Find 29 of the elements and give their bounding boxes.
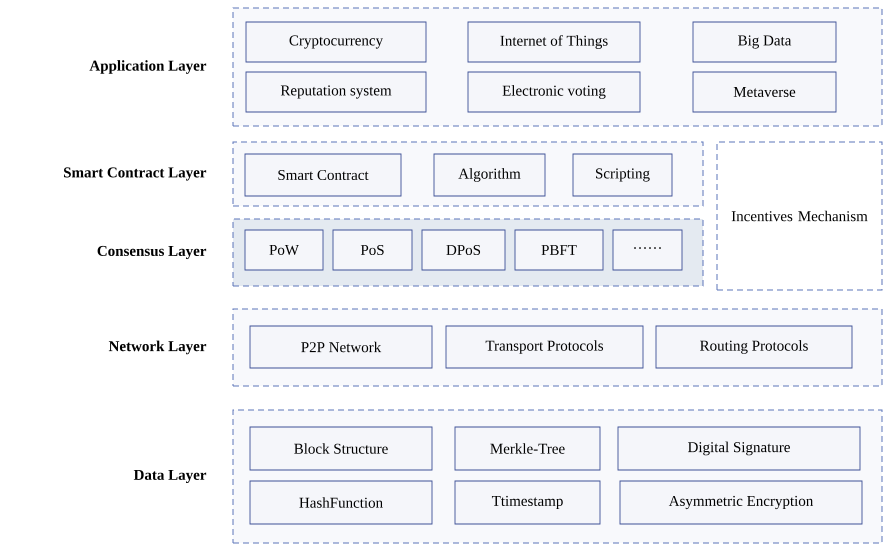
item-box: Routing Protocols (656, 326, 852, 368)
item-box: Digital Signature (618, 426, 860, 470)
layer-label: Network Layer (108, 340, 206, 354)
item-box: Merkle-Tree (454, 426, 600, 470)
layer-label: Application Layer (90, 60, 206, 74)
item-box: DPoS (422, 230, 506, 270)
item-box: PBFT (514, 230, 604, 270)
item-box: Ttimestamp (454, 480, 600, 524)
item-box: Asymmetric Encryption (620, 480, 862, 524)
item-box: PoW (244, 230, 324, 270)
layer-label: Data Layer (134, 470, 206, 484)
item-box: Cryptocurrency (246, 22, 426, 62)
item-box: Block Structure (250, 426, 432, 470)
item-box: Reputation system (246, 72, 426, 112)
item-box: PoS (332, 230, 412, 270)
item-box: HashFunction (250, 480, 432, 524)
item-box: Smart Contract (244, 154, 402, 196)
item-box: Scripting (572, 154, 672, 196)
item-box: Algorithm (434, 154, 546, 196)
mechanism-panel: Incentives Mechanism (716, 142, 882, 290)
item-box: Internet of Things (468, 22, 640, 62)
item-box: Transport Protocols (446, 326, 644, 368)
item-box: Big Data (692, 22, 836, 62)
item-box: Metaverse (692, 72, 836, 112)
layer-label: Smart Contract Layer (64, 167, 206, 181)
item-box: P2P Network (250, 326, 432, 368)
item-box: Electronic voting (468, 72, 640, 112)
item-box: ······ (612, 230, 682, 270)
layer-label: Consensus Layer (98, 246, 206, 260)
